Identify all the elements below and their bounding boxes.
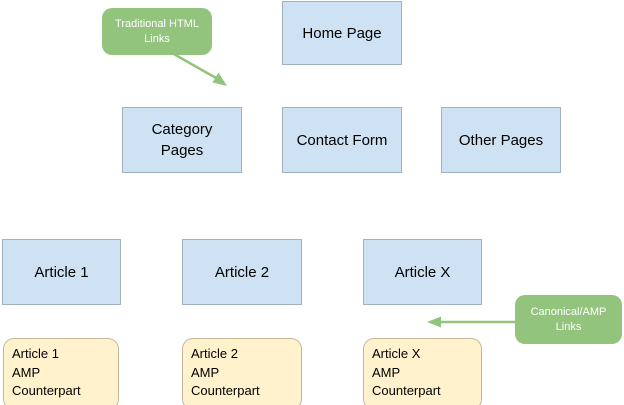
node-category-pages: Category Pages [122, 107, 242, 173]
canonical-amp-links-arrow [427, 316, 515, 328]
node-article-x: Article X [363, 239, 482, 305]
node-other-pages: Other Pages [441, 107, 561, 173]
node-article-1-amp-counterpart: Article 1 AMP Counterpart [3, 338, 119, 405]
node-article-2-amp-counterpart: Article 2 AMP Counterpart [182, 338, 302, 405]
node-home-page: Home Page [282, 1, 402, 65]
node-contact-form: Contact Form [282, 107, 402, 173]
callout-canonical-amp-links: Canonical/AMP Links [515, 295, 622, 344]
node-article-2: Article 2 [182, 239, 302, 305]
callout-traditional-html-links: Traditional HTML Links [102, 8, 212, 55]
node-article-1: Article 1 [2, 239, 121, 305]
traditional-links-arrow [171, 51, 227, 86]
node-article-x-amp-counterpart: Article X AMP Counterpart [363, 338, 482, 405]
